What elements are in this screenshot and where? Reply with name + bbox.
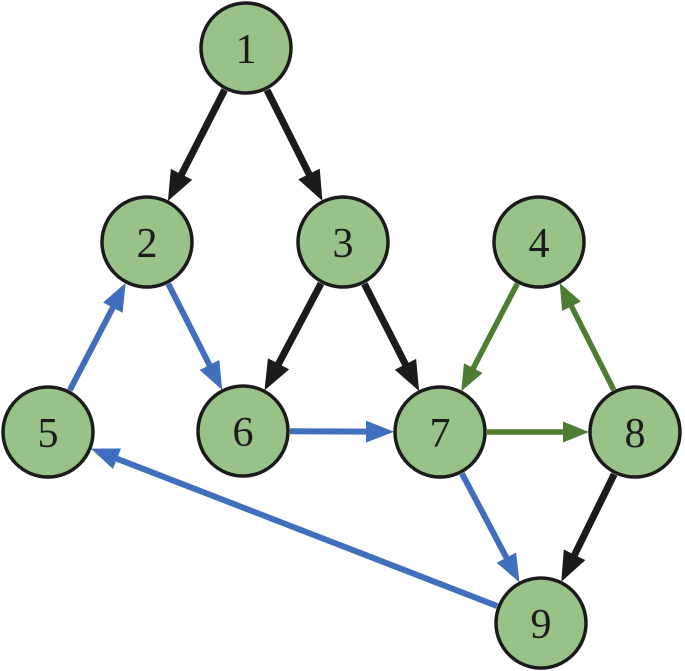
arrowhead-icon: [167, 168, 193, 202]
node-circle: [199, 1, 293, 95]
graph-node-5: 5: [1, 385, 95, 479]
node-label: 3: [333, 221, 354, 267]
arrowhead-icon: [103, 282, 126, 313]
edge-1-to-3: [263, 88, 323, 201]
arrowhead-icon: [394, 358, 420, 392]
edge-8-to-9: [561, 472, 618, 582]
node-label: 6: [233, 410, 254, 456]
node-circle: [1, 385, 95, 479]
arrowhead-icon: [298, 168, 323, 201]
node-circle: [588, 385, 682, 479]
graph-node-4: 4: [492, 195, 586, 289]
edge-7-to-9: [459, 472, 520, 583]
edge-9-to-5: [90, 448, 499, 609]
node-circle: [494, 576, 588, 670]
node-label: 4: [529, 221, 550, 267]
edge-4-to-7: [461, 282, 520, 392]
graph-node-6: 6: [196, 384, 290, 478]
arrowhead-icon: [199, 360, 223, 390]
node-circle: [100, 195, 194, 289]
edge-line: [177, 88, 228, 179]
node-label: 7: [430, 411, 451, 457]
edge-5-to-2: [67, 282, 126, 392]
arrowhead-icon: [264, 358, 290, 391]
edge-8-to-4: [559, 283, 617, 392]
edge-line: [469, 282, 520, 373]
arrowhead-icon: [561, 549, 586, 582]
graph-node-9: 9: [494, 576, 588, 670]
node-circle: [492, 195, 586, 289]
edge-line: [274, 281, 325, 369]
graph-node-3: 3: [296, 195, 390, 289]
edge-line: [570, 472, 618, 560]
edge-line: [165, 282, 214, 370]
edge-1-to-2: [167, 88, 228, 202]
node-label: 2: [137, 221, 158, 267]
node-circle: [196, 384, 290, 478]
arrowhead-icon: [559, 283, 581, 311]
edge-line: [113, 454, 499, 609]
arrowhead-icon: [496, 552, 520, 583]
edge-3-to-7: [361, 282, 420, 392]
edge-line: [361, 282, 410, 369]
node-label: 1: [236, 27, 257, 73]
edge-line: [263, 88, 314, 179]
edge-line: [67, 303, 117, 392]
node-label: 5: [38, 411, 59, 457]
node-circle: [296, 195, 390, 289]
node-label: 9: [531, 602, 552, 648]
edge-2-to-6: [165, 282, 223, 390]
edge-6-to-7: [289, 420, 395, 443]
node-label: 8: [625, 411, 646, 457]
edge-7-to-8: [487, 421, 589, 443]
arrowhead-icon: [90, 448, 121, 469]
graph-node-2: 2: [100, 195, 194, 289]
edge-3-to-6: [264, 281, 325, 391]
graph-node-1: 1: [199, 1, 293, 95]
graph-node-8: 8: [588, 385, 682, 479]
edge-line: [567, 302, 617, 392]
node-circle: [393, 385, 487, 479]
arrowhead-icon: [563, 421, 589, 443]
arrowhead-icon: [365, 420, 395, 443]
graph-node-7: 7: [393, 385, 487, 479]
edge-line: [459, 472, 511, 562]
arrowhead-icon: [461, 363, 483, 392]
